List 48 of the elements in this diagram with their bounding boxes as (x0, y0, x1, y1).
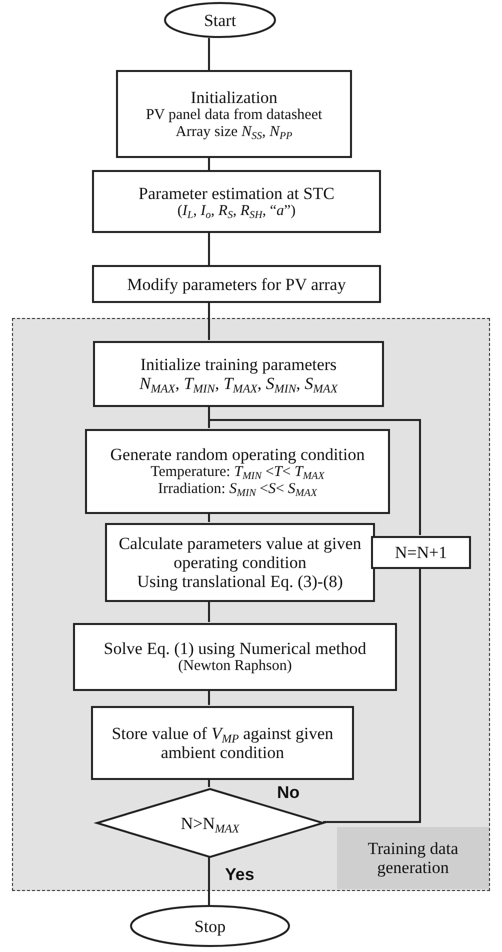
process-box (92, 170, 381, 233)
process-box (93, 341, 384, 407)
connector-line (208, 38, 210, 70)
node-text: N$_{MAX}$, T$_{MIN}$, T$_{MAX}$, S$_{MIN}$, S$_{MAX}$ (139, 374, 338, 393)
connector-line (208, 601, 210, 622)
process-box (85, 429, 390, 514)
node-text: Stop (194, 916, 226, 936)
connector-line (208, 406, 210, 428)
decision-diamond (96, 788, 324, 858)
counter-box (371, 536, 471, 569)
connector-line (208, 779, 210, 787)
node-text: Temperature: T$_{MIN}$ <T< T$_{MAX}$ (150, 464, 324, 481)
connector-line (208, 857, 210, 905)
node-text: Calculate parameters value at given operating condition (118, 534, 362, 572)
connector-line (208, 233, 210, 265)
node-text: Irradiation: S$_{MIN}$ <S< S$_{MAX}$ (158, 481, 317, 498)
connector-line (208, 690, 210, 705)
process-box (73, 623, 397, 691)
node-text: Solve Eq. (1) using Numerical method (104, 639, 366, 658)
connector-line (208, 513, 210, 522)
node-text: Generate random operating condition (110, 445, 365, 464)
node-text: Array size N$_{SS}$, N$_{PP}$ (176, 124, 292, 140)
region-label-box (337, 827, 489, 889)
dashed-region (12, 318, 490, 891)
process-box (92, 265, 381, 303)
node-text: PV panel data from datasheet (146, 106, 322, 124)
node-text: Parameter estimation at STC (138, 184, 334, 202)
node-text: Initialization (190, 88, 278, 106)
node-text: (Newton Raphson) (178, 658, 292, 675)
node-text: Using translational Eq. (3)-(8) (137, 572, 343, 591)
node-text: Start (204, 10, 236, 30)
node-text: N=N+1 (394, 543, 448, 562)
start-terminal (164, 2, 276, 38)
connector-line (209, 419, 421, 535)
node-text: Store value of V$_{MP}$ against given ambient condition (110, 724, 334, 762)
process-box (105, 523, 375, 602)
process-box (116, 70, 352, 158)
edge-label: Yes (224, 865, 256, 885)
node-text: Training data generation (366, 839, 460, 877)
stop-terminal (130, 905, 290, 947)
node-text: N>N$_{MAX}$ (180, 814, 240, 832)
connector-line (208, 303, 210, 340)
node-text: Initialize training parameters (140, 355, 337, 374)
node-text: Modify parameters for PV array (127, 274, 346, 294)
connector-line (323, 568, 421, 823)
node-text: (I$_{L}$, I$_{o}$, R$_{S}$, R$_{SH}$, “a”) (177, 202, 296, 220)
process-box (91, 706, 354, 780)
connector-line (208, 158, 210, 170)
